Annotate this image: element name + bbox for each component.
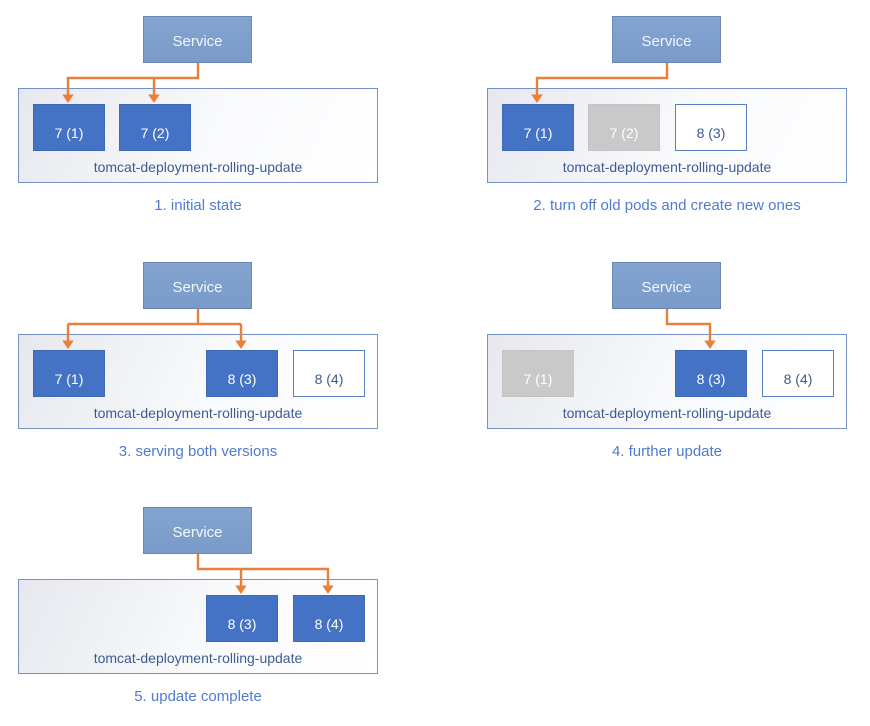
panel-further-update: Service 7 (1) 8 (3) 8 (4) tomcat-deploym…	[469, 246, 869, 481]
deployment-box: 8 (3) 8 (4) tomcat-deployment-rolling-up…	[18, 579, 378, 674]
service-label: Service	[172, 33, 223, 50]
pod-8-4: 8 (4)	[762, 350, 834, 397]
pod-label: 7 (1)	[523, 124, 553, 141]
pod-label: 8 (3)	[696, 124, 726, 141]
deployment-box: 7 (1) 7 (2) tomcat-deployment-rolling-up…	[18, 88, 378, 183]
pod-label: 8 (4)	[314, 370, 344, 387]
pod-label: 8 (4)	[783, 370, 813, 387]
service-box: Service	[143, 507, 252, 554]
service-label: Service	[172, 524, 223, 541]
pod-7-1: 7 (1)	[33, 350, 105, 397]
pod-label: 8 (3)	[227, 615, 257, 632]
pod-7-1: 7 (1)	[502, 350, 574, 397]
pod-7-2: 7 (2)	[119, 104, 191, 151]
pod-label: 7 (1)	[523, 370, 553, 387]
panel-caption: 5. update complete	[134, 688, 262, 705]
panel-caption: 4. further update	[611, 443, 723, 460]
pod-label: 7 (1)	[54, 124, 84, 141]
pod-8-3: 8 (3)	[675, 104, 747, 151]
deployment-box: 7 (1) 7 (2) 8 (3) tomcat-deployment-roll…	[487, 88, 847, 183]
service-box: Service	[143, 262, 252, 309]
panel-turn-off-old-pods: Service 7 (1) 7 (2) 8 (3) tomcat-deploym…	[469, 0, 869, 235]
service-box: Service	[612, 16, 721, 63]
pod-label: 8 (3)	[227, 370, 257, 387]
pod-8-3: 8 (3)	[206, 350, 278, 397]
deployment-box: 7 (1) 8 (3) 8 (4) tomcat-deployment-roll…	[18, 334, 378, 429]
pod-8-3: 8 (3)	[675, 350, 747, 397]
deployment-label: tomcat-deployment-rolling-update	[93, 650, 303, 666]
panel-caption: 2. turn off old pods and create new ones	[533, 197, 801, 214]
deployment-label: tomcat-deployment-rolling-update	[93, 405, 303, 421]
pod-label: 8 (4)	[314, 615, 344, 632]
service-label: Service	[641, 33, 692, 50]
pod-7-1: 7 (1)	[502, 104, 574, 151]
service-label: Service	[641, 279, 692, 296]
pod-7-2: 7 (2)	[588, 104, 660, 151]
pod-label: 7 (2)	[609, 124, 639, 141]
deployment-label: tomcat-deployment-rolling-update	[562, 405, 772, 421]
panel-caption: 1. initial state	[154, 197, 242, 214]
deployment-label: tomcat-deployment-rolling-update	[562, 159, 772, 175]
panel-initial-state: Service 7 (1) 7 (2) tomcat-deployment-ro…	[0, 0, 400, 235]
pod-label: 7 (2)	[140, 124, 170, 141]
pod-label: 7 (1)	[54, 370, 84, 387]
panel-update-complete: Service 8 (3) 8 (4) tomcat-deployment-ro…	[0, 491, 400, 726]
service-label: Service	[172, 279, 223, 296]
pod-8-3: 8 (3)	[206, 595, 278, 642]
pod-7-1: 7 (1)	[33, 104, 105, 151]
pod-8-4: 8 (4)	[293, 595, 365, 642]
panel-caption: 3. serving both versions	[118, 443, 278, 460]
panel-serving-both-versions: Service 7 (1) 8 (3) 8 (4) tomcat-deploym…	[0, 246, 400, 481]
service-box: Service	[143, 16, 252, 63]
pod-label: 8 (3)	[696, 370, 726, 387]
deployment-box: 7 (1) 8 (3) 8 (4) tomcat-deployment-roll…	[487, 334, 847, 429]
service-box: Service	[612, 262, 721, 309]
deployment-label: tomcat-deployment-rolling-update	[93, 159, 303, 175]
pod-8-4: 8 (4)	[293, 350, 365, 397]
